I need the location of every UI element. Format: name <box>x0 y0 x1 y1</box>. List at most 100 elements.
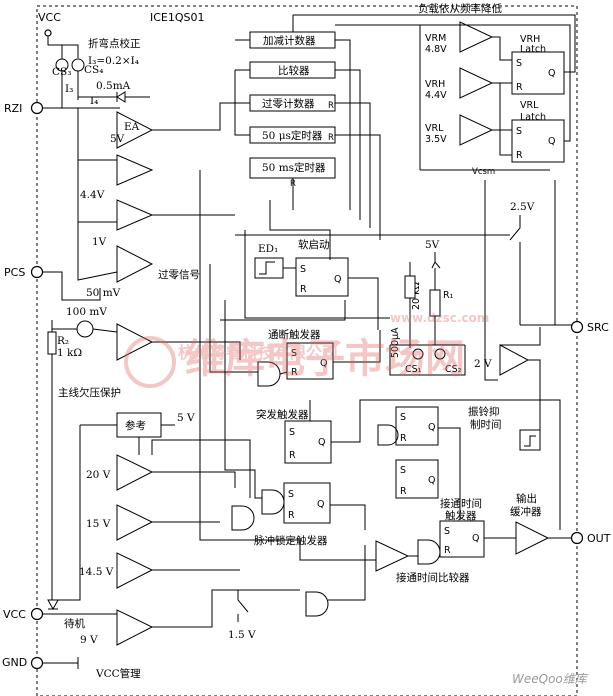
svg-text:R: R <box>289 450 296 461</box>
cs4-label: CS₄ <box>84 64 103 76</box>
v44-label: 4.4V <box>80 189 105 201</box>
pin-pcs: PCS <box>4 265 44 279</box>
timer-50us: 50 μs定时器 R <box>249 126 336 144</box>
or-gate <box>257 361 281 387</box>
comparator-block: 比较器 <box>249 61 336 79</box>
svg-text:R: R <box>288 510 295 521</box>
pulse-lock-block: S R Q 脉冲锁定触发器 <box>231 482 331 547</box>
knee-correction-block: 折弯点校正 CS₃ CS₄ I₃=0.2×I₄ 0.5mA I₃ I₄ <box>43 36 150 109</box>
zero-cross-signal-label: 过零信号 <box>158 268 200 281</box>
svg-text:Latch: Latch <box>520 112 546 123</box>
vcc-manage-label: VCC管理 <box>95 667 141 680</box>
vrh-latch <box>511 51 565 95</box>
standby-label: 待机 <box>64 617 85 630</box>
cs4-source <box>71 58 85 72</box>
switch-2v5: 2.5V <box>235 201 572 326</box>
v15-label: 15 V <box>86 518 111 530</box>
v5-label: 5V <box>110 133 125 145</box>
watermark-sub: 杭州将睿科技有限公司 <box>178 343 338 362</box>
reference-block: 参考 5 V <box>116 412 195 455</box>
svg-text:Q: Q <box>428 475 435 486</box>
pin-out: OUT <box>570 531 611 545</box>
svg-text:S: S <box>400 412 406 423</box>
burst-trigger-block: 突发触发器 S R Q <box>256 408 332 464</box>
corner-watermark: WeeQoo维库 <box>512 672 589 686</box>
pin-out-label: OUT <box>587 532 611 545</box>
gnd-block: VCC管理 <box>43 657 141 680</box>
svg-text:Q: Q <box>334 274 341 285</box>
on-time-trigger-label2: 触发器 <box>445 509 477 522</box>
watermark-url: www.dzsc.com <box>390 311 489 325</box>
svg-text:VRH: VRH <box>520 34 540 45</box>
cs3-label: CS₃ <box>52 66 71 78</box>
zero-cross-counter: 过零计数器 R <box>249 94 336 112</box>
v145-label: 14.5 V <box>79 566 114 578</box>
cs-block: 5V 20 kΩ R₁ 500μA CS₁ CS₂ <box>389 239 466 376</box>
burst-ff <box>284 420 332 464</box>
svg-text:过零计数器: 过零计数器 <box>262 97 315 110</box>
v20-label: 20 V <box>86 469 111 481</box>
pin-vcc-label: VCC <box>3 608 26 621</box>
svg-text:S: S <box>289 427 295 438</box>
svg-text:20 kΩ: 20 kΩ <box>411 282 422 310</box>
svg-text:R: R <box>400 433 407 444</box>
svg-text:S: S <box>300 264 306 275</box>
interconnect <box>151 170 561 601</box>
on-time-trigger-label: 接通时间 <box>440 497 482 510</box>
pin-gnd: GND <box>2 656 44 670</box>
v5b-label: 5V <box>425 239 440 251</box>
svg-text:R: R <box>328 101 334 111</box>
standby-block: 待机 9 V 1.5 V <box>43 589 329 646</box>
svg-text:R: R <box>291 367 298 378</box>
svg-text:1 kΩ: 1 kΩ <box>57 347 82 359</box>
svg-text:R: R <box>400 486 407 497</box>
vcc-comparators: 20 V 15 V 14.5 V <box>52 424 240 601</box>
svg-text:VRH: VRH <box>425 79 445 90</box>
pin-vcc-top-label: VCC <box>38 11 61 24</box>
svg-text:比较器: 比较器 <box>278 64 310 77</box>
svg-text:Q: Q <box>548 68 555 79</box>
svg-text:CS₂: CS₂ <box>445 364 462 375</box>
svg-text:R: R <box>516 150 523 161</box>
svg-text:VRM: VRM <box>425 33 446 44</box>
diode-icon <box>116 91 126 103</box>
right-ff-stack: S R Q S R Q <box>377 406 461 520</box>
output-buffer-label: 输出 <box>516 492 537 505</box>
i3-label: I₃ <box>65 83 73 95</box>
ring-suppress-block: 振铃抑 制时间 2 V <box>468 327 541 451</box>
svg-text:S: S <box>444 526 450 537</box>
ed1-label: ED₁ <box>258 243 278 255</box>
v50mv-label: 50 mV <box>86 287 121 299</box>
updown-counter: 加减计数器 <box>249 31 336 49</box>
svg-text:Q: Q <box>320 358 327 369</box>
svg-text:S: S <box>516 58 522 69</box>
freq-reduction-block: 负载依从频率降低 VRM 4.8V VRH 4.4V VRL 3.5V Vcsm… <box>293 2 576 177</box>
onoff-trigger-label: 通断触发器 <box>268 328 321 341</box>
burst-trigger-label: 突发触发器 <box>256 408 309 421</box>
knee-correction-label: 折弯点校正 <box>88 37 141 50</box>
main-uv-label: 主线欠压保护 <box>58 386 121 399</box>
v100mv-source <box>76 320 94 338</box>
timer-50ms: 50 ms定时器 R <box>249 157 336 189</box>
svg-text:R: R <box>300 284 307 295</box>
i3-formula: I₃=0.2×I₄ <box>88 55 139 67</box>
svg-text:3.5V: 3.5V <box>425 134 447 145</box>
svg-text:50 ms定时器: 50 ms定时器 <box>262 161 326 174</box>
vcc-diode-icon <box>47 599 59 611</box>
svg-text:R: R <box>516 82 523 93</box>
svg-text:Q: Q <box>317 499 324 510</box>
svg-text:Q: Q <box>548 136 555 147</box>
cs2-source <box>434 348 446 360</box>
v1-label: 1V <box>92 236 107 248</box>
watermark-logo-icon <box>124 336 176 388</box>
pin-src-label: SRC <box>587 321 609 334</box>
svg-text:4.8V: 4.8V <box>425 44 447 55</box>
svg-text:S: S <box>288 489 294 500</box>
svg-text:CS₁: CS₁ <box>405 364 422 375</box>
svg-text:R: R <box>328 133 334 143</box>
svg-text:Q: Q <box>428 422 435 433</box>
svg-text:4.4V: 4.4V <box>425 90 447 101</box>
pin-rzi: RZI <box>4 101 44 115</box>
onoff-trigger-block: 通断触发器 S R Q <box>257 328 381 387</box>
cs1-source <box>412 348 424 360</box>
